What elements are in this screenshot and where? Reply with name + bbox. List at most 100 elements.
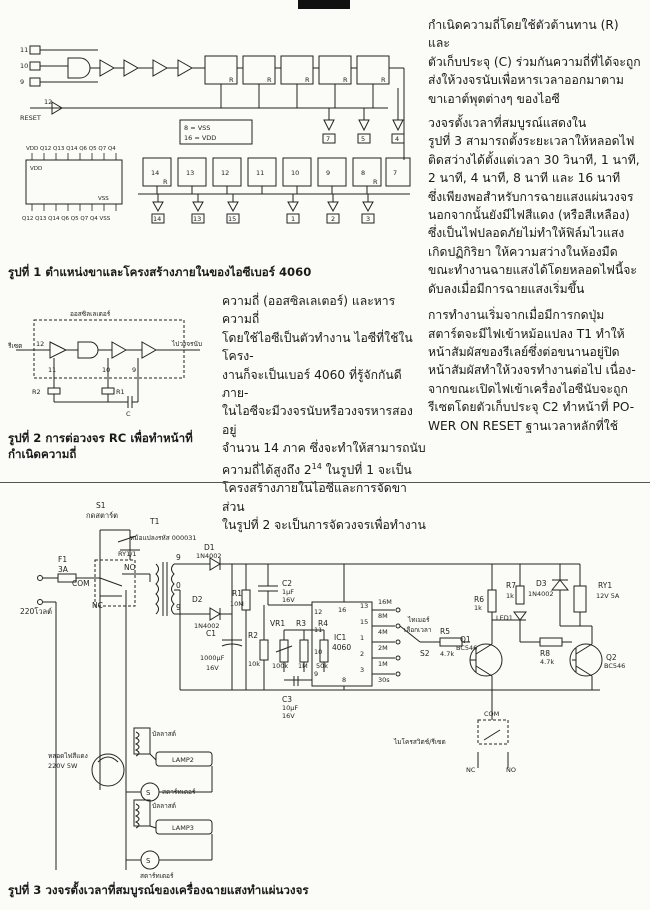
right-line: ขณะทำงานฉายแสงได้โดยหลอดไฟนี้จะ <box>428 263 637 278</box>
nc-label: NC <box>92 601 103 610</box>
ry1-value: 12V 5A <box>596 592 620 600</box>
microswitch-nc: NC <box>466 766 476 774</box>
right-line: สตาร์ตจะมีไฟเข้าหม้อแปลง T1 ทำให้ <box>428 326 625 341</box>
ic-pin-9: 9 <box>314 670 318 678</box>
vr1-label: VR1 <box>270 619 285 628</box>
starter-1-label: สตาร์ทเตอร์ <box>162 788 196 796</box>
right-column-text: กำเนิดความถี่โดยใช้ตัวต้านทาน (R) และ ตั… <box>428 16 643 435</box>
row2-out-13: 13 <box>193 215 201 223</box>
exponent: 14 <box>311 461 322 471</box>
r8-value: 4.7k <box>540 658 554 666</box>
dip-top-pins: VDD Q12 Q13 Q14 Q6 Q5 Q7 Q4 <box>26 146 116 152</box>
ic1-package <box>311 601 373 687</box>
ff-r-3: R <box>305 76 310 84</box>
t-tap-mid: 0 <box>176 581 181 590</box>
r1-value: 10M <box>230 600 244 608</box>
ff-r-6: R <box>163 178 168 186</box>
ic-pin-8: 8 <box>342 676 346 684</box>
d2-value: 1N4002 <box>194 622 220 630</box>
c1-label: C1 <box>206 629 216 638</box>
c3-voltage: 16V <box>282 712 295 720</box>
ff-r-1: R <box>229 76 234 84</box>
oscillator-label: ออสซิลเลเตอร์ <box>70 310 111 318</box>
right-line: ดับลงเมื่อมีการฉายแสงเริ่มขึ้น <box>428 281 585 296</box>
no-label: NO <box>124 563 136 572</box>
dip-vdd: VDD <box>30 166 42 172</box>
figure-1-caption: รูปที่ 1 ตำแหน่งขาและโครงสร้างภายในของไอ… <box>8 265 312 279</box>
com-label: COM <box>72 579 90 588</box>
f1-value: 3A <box>58 565 69 574</box>
r5-label: R5 <box>440 627 450 636</box>
c-label: C <box>126 410 131 418</box>
r4-label: R4 <box>318 619 328 628</box>
mid-line: ในไอซีจะมีวงจรนับหรือวงจรหารสองอยู่ <box>222 404 413 437</box>
row1-out-7: 7 <box>326 135 330 143</box>
ic-pin-11: 11 <box>314 626 322 634</box>
counter-output-label: ไปวงจรนับ <box>171 340 202 348</box>
time-8m: 8M <box>378 612 388 620</box>
ff-r-7: R <box>373 178 378 186</box>
dip-bottom-pins: Q12 Q13 Q14 Q6 Q5 Q7 Q4 VSS <box>22 216 111 222</box>
lamp3-label: LAMP3 <box>172 824 194 832</box>
c1-voltage: 16V <box>206 664 219 672</box>
right-line: เกิดปฏิกิริยา ให้ความสว่างในห้องมืด <box>428 244 618 259</box>
f1-label: F1 <box>58 555 67 564</box>
inverter-3 <box>152 59 169 77</box>
starter-1-symbol: S <box>146 789 151 797</box>
pin9: 9 <box>132 366 136 374</box>
right-line: นอกจากนั้นยังมีไฟสีแดง (หรือสีเหลือง) <box>428 208 630 223</box>
right-line: ซึ่งเป็นไฟปลอดภัยไม่ทำให้ฟิล์มไวแสง <box>428 226 625 241</box>
time-2m: 2M <box>378 644 388 652</box>
mid-line: จำนวน 14 ภาค ซึ่งจะทำให้สามารถนับ <box>222 441 426 456</box>
c3-value: 10μF <box>282 704 298 712</box>
row2-out-2: 2 <box>331 215 335 223</box>
r6-label: R6 <box>474 595 484 604</box>
dip-vss: VSS <box>98 196 109 202</box>
ic-out-3: 3 <box>360 666 364 674</box>
right-line: จากขณะเปิดไฟเข้าเครื่องไอซีนับจะถูก <box>428 381 628 396</box>
ic-pin-16: 16 <box>338 606 346 614</box>
r6-value: 1k <box>474 604 482 612</box>
timer-label: ไทเมอร์ <box>407 616 430 624</box>
d3-label: D3 <box>536 579 547 588</box>
mid-line: ในรูปที่ 2 จะเป็นการจัดวงจรเพื่อทำงาน <box>222 517 426 532</box>
mains-label: 220โวลต์ <box>20 607 52 616</box>
s1-desc: กดสตาร์ต <box>86 511 118 520</box>
row2-out-1: 1 <box>291 215 295 223</box>
r2-label: R2 <box>248 631 258 640</box>
ic-out-15: 15 <box>360 618 368 626</box>
time-1m: 1M <box>378 660 388 668</box>
figure-2-diagram: ออสซิลเลเตอร์ รีเซต ไปวงจรนับ R2 R1 C 12… <box>8 310 202 418</box>
reset-pin: 12 <box>44 98 52 106</box>
r2-label: R2 <box>32 388 41 396</box>
r1-label: R1 <box>116 388 125 396</box>
row2-out-14: 14 <box>153 215 161 223</box>
inverter-2 <box>123 59 140 77</box>
q2-label: Q2 <box>606 653 617 662</box>
input-pin-9: 9 <box>20 78 24 86</box>
mid-line-base: ความถี่ได้สูงถึง 2 <box>222 462 312 477</box>
row1-out-4: 4 <box>395 135 399 143</box>
pin-box-11 <box>29 45 41 55</box>
page-header-tab <box>298 0 350 9</box>
c1-value: 1000μF <box>200 654 225 662</box>
ballast-1 <box>133 727 151 755</box>
time-4m: 4M <box>378 628 388 636</box>
r4-value: 50k <box>316 662 328 670</box>
lamp3-tube <box>155 819 213 835</box>
r1-label: R1 <box>232 589 242 598</box>
pin11: 11 <box>48 366 56 374</box>
r8-label: R8 <box>540 649 550 658</box>
t1-label: T1 <box>149 517 160 526</box>
stage-14: 14 <box>151 169 159 177</box>
q1-label: Q1 <box>460 635 471 644</box>
t-tap-top: 9 <box>176 553 181 562</box>
figure-3-schematic: S1 กดสตาร์ต T1 หม้อแปลงรหัส 000031 RY1/1… <box>20 501 625 880</box>
stage-7: 7 <box>393 169 397 177</box>
stage-12: 12 <box>221 169 229 177</box>
r7-label: R7 <box>506 581 516 590</box>
red-lamp-bulb <box>91 753 125 787</box>
figure-3-caption: รูปที่ 3 วงจรตั้งเวลาที่สมบูรณ์ของเครื่อ… <box>8 883 309 897</box>
mid-line: งานก็จะเป็นเบอร์ 4060 ที่รู้จักกันดี ภาย… <box>222 367 402 401</box>
vss-note: 8 = VSS <box>184 124 210 132</box>
